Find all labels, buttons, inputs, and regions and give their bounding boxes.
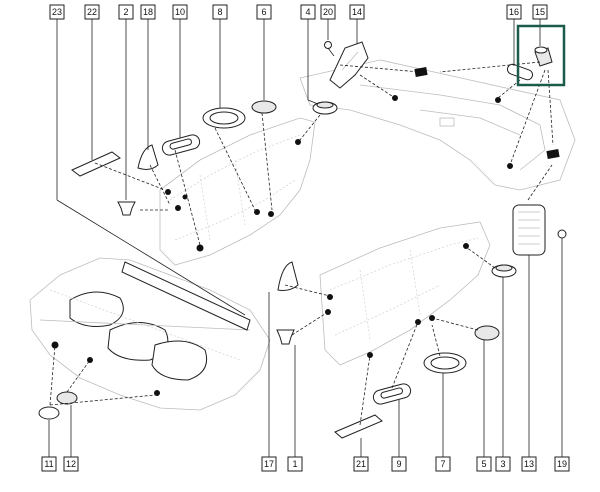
- part-22-strip: [71, 151, 121, 177]
- callout-3[interactable]: 3: [495, 456, 511, 472]
- part-20-screw: [324, 41, 335, 57]
- part-11-plug: [38, 406, 60, 420]
- svg-text:12: 12: [66, 459, 76, 469]
- part-3-cap: [491, 264, 517, 278]
- part-13-grille-panel: [512, 204, 546, 256]
- callout-7[interactable]: 7: [435, 456, 451, 472]
- svg-text:17: 17: [264, 459, 274, 469]
- part-16-oval-pad: [506, 63, 534, 81]
- svg-text:10: 10: [175, 7, 185, 17]
- front-door-outline: [159, 117, 316, 266]
- svg-text:8: 8: [217, 7, 222, 17]
- svg-text:23: 23: [52, 7, 62, 17]
- part-7-round-grommet: [423, 352, 467, 374]
- part-15-buffer: [534, 46, 553, 67]
- svg-text:3: 3: [500, 459, 505, 469]
- svg-text:18: 18: [143, 7, 153, 17]
- svg-text:14: 14: [352, 7, 362, 17]
- svg-text:21: 21: [356, 459, 366, 469]
- svg-text:13: 13: [524, 459, 534, 469]
- part-17-wedge: [277, 261, 299, 291]
- part-21-strip: [334, 414, 383, 439]
- svg-text:6: 6: [261, 7, 266, 17]
- svg-text:22: 22: [87, 7, 97, 17]
- part-1-clip: [276, 329, 295, 345]
- fastener-points: [51, 67, 560, 396]
- part-9-oval-grommet: [372, 383, 412, 405]
- svg-text:5: 5: [481, 459, 486, 469]
- callout-18[interactable]: 18: [140, 4, 156, 20]
- leader-lines: [48, 19, 563, 457]
- trunk-lid-outline: [299, 59, 576, 191]
- part-23-hood-seal: [121, 261, 251, 331]
- highlight-frame-15: [516, 24, 566, 87]
- callout-20[interactable]: 20: [320, 4, 336, 20]
- callout-9[interactable]: 9: [391, 456, 407, 472]
- svg-text:11: 11: [44, 459, 53, 469]
- callout-8[interactable]: 8: [212, 4, 228, 20]
- svg-text:9: 9: [396, 459, 401, 469]
- callout-14[interactable]: 14: [349, 4, 365, 20]
- part-12-plug: [56, 391, 78, 405]
- svg-text:7: 7: [440, 459, 445, 469]
- svg-text:2: 2: [123, 7, 128, 17]
- svg-text:16: 16: [509, 7, 519, 17]
- svg-text:19: 19: [557, 459, 567, 469]
- callout-5[interactable]: 5: [476, 456, 492, 472]
- callout-10[interactable]: 10: [172, 4, 188, 20]
- svg-text:15: 15: [535, 7, 545, 17]
- callout-22[interactable]: 22: [84, 4, 100, 20]
- callout-13[interactable]: 13: [521, 456, 537, 472]
- callout-23[interactable]: 23: [49, 4, 65, 20]
- part-18-wedge: [137, 144, 159, 170]
- rear-door-outline: [319, 221, 491, 366]
- callout-12[interactable]: 12: [63, 456, 79, 472]
- callout-4[interactable]: 4: [300, 4, 316, 20]
- callout-2[interactable]: 2: [118, 4, 134, 20]
- svg-text:4: 4: [305, 7, 310, 17]
- callout-1[interactable]: 1: [287, 456, 303, 472]
- part-6-plug: [251, 100, 277, 114]
- part-14-bracket: [329, 41, 369, 89]
- callout-16[interactable]: 16: [506, 4, 522, 20]
- svg-text:1: 1: [292, 459, 297, 469]
- part-10-oval-grommet: [161, 134, 201, 156]
- hood-outline: [29, 257, 271, 411]
- part-4-cap: [312, 101, 338, 115]
- part-8-round-grommet: [202, 107, 246, 129]
- callout-17[interactable]: 17: [261, 456, 277, 472]
- callout-21[interactable]: 21: [353, 456, 369, 472]
- svg-text:20: 20: [323, 7, 333, 17]
- part-2-clip: [117, 201, 136, 216]
- part-19-screw: [557, 229, 567, 239]
- callout-15[interactable]: 15: [532, 4, 548, 20]
- callout-6[interactable]: 6: [256, 4, 272, 20]
- callout-11[interactable]: 11: [41, 456, 57, 472]
- assembly-lines: [49, 61, 554, 426]
- part-5-plug: [474, 325, 500, 341]
- callout-19[interactable]: 19: [554, 456, 570, 472]
